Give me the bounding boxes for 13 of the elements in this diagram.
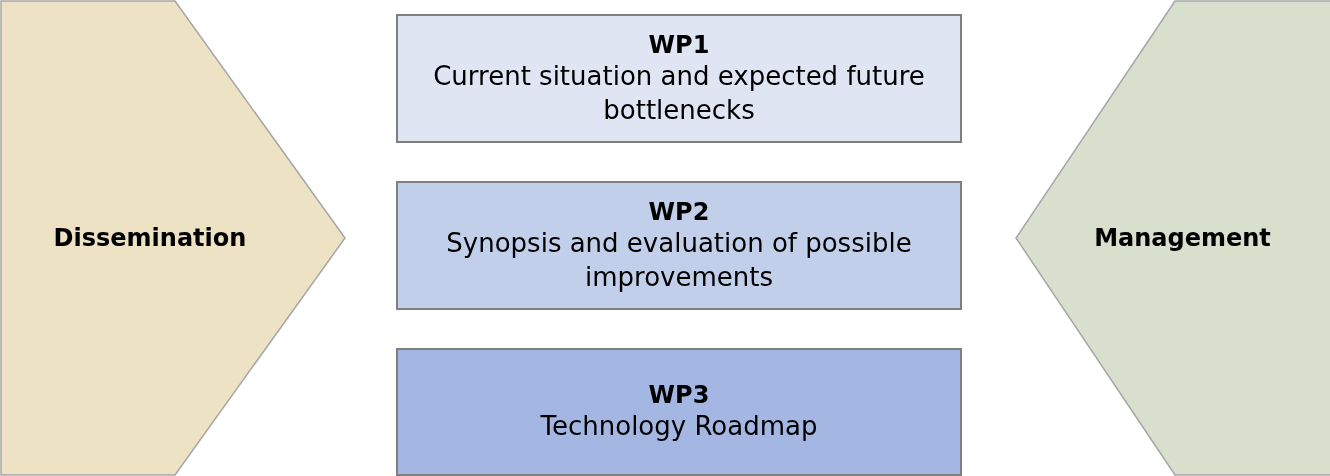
work-package-title: WP2 — [648, 196, 710, 227]
work-package-description: Technology Roadmap — [539, 410, 819, 444]
work-package-box — [396, 14, 962, 143]
work-package-description: Current situation and expected future bottlenecks — [432, 59, 926, 127]
chevron-label: Management — [1094, 223, 1271, 254]
work-package-box — [396, 348, 962, 476]
work-package-box — [396, 181, 962, 310]
chevron-arrow-shape — [1015, 0, 1330, 476]
work-package-description: Synopsis and evaluation of possible improvements — [445, 226, 913, 294]
work-package-title: WP1 — [648, 29, 710, 60]
work-package-title: WP3 — [648, 380, 710, 411]
chevron-label: Dissemination — [53, 223, 247, 254]
chevron-arrow-shape — [0, 0, 346, 476]
